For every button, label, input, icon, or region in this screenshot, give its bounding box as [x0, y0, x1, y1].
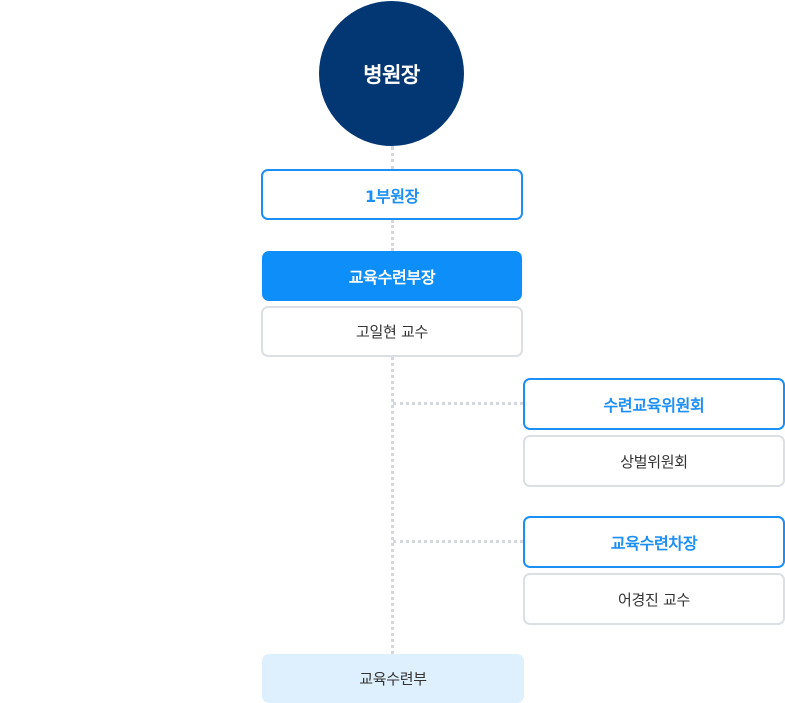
deputy-head-label: 교육수련차장 [610, 534, 698, 553]
deputy-head-person-label: 어경진 교수 [618, 590, 690, 609]
deputy-head-node: 교육수련차장 [523, 516, 785, 568]
education-head-node: 교육수련부장 [262, 251, 522, 301]
education-head-label: 교육수련부장 [348, 268, 436, 287]
committee-node: 수련교육위원회 [523, 378, 785, 430]
connector-to-committee [393, 402, 523, 405]
connector-deputy-head [391, 220, 394, 251]
committee-sub-node: 상벌위원회 [523, 435, 785, 487]
connector-main-trunk [391, 357, 394, 654]
director-label: 병원장 [363, 62, 420, 87]
first-deputy-label: 1부원장 [364, 186, 420, 206]
connector-director-deputy [391, 146, 394, 170]
first-deputy-node: 1부원장 [261, 169, 523, 220]
department-node: 교육수련부 [262, 654, 524, 703]
committee-label: 수련교육위원회 [603, 396, 705, 415]
department-label: 교육수련부 [359, 670, 427, 688]
director-node: 병원장 [319, 1, 464, 146]
education-head-person-node: 고일현 교수 [261, 306, 523, 357]
deputy-head-person-node: 어경진 교수 [523, 573, 785, 625]
education-head-person-label: 고일현 교수 [356, 323, 428, 341]
connector-to-deputy-head [393, 540, 523, 543]
committee-sub-label: 상벌위원회 [620, 452, 688, 471]
